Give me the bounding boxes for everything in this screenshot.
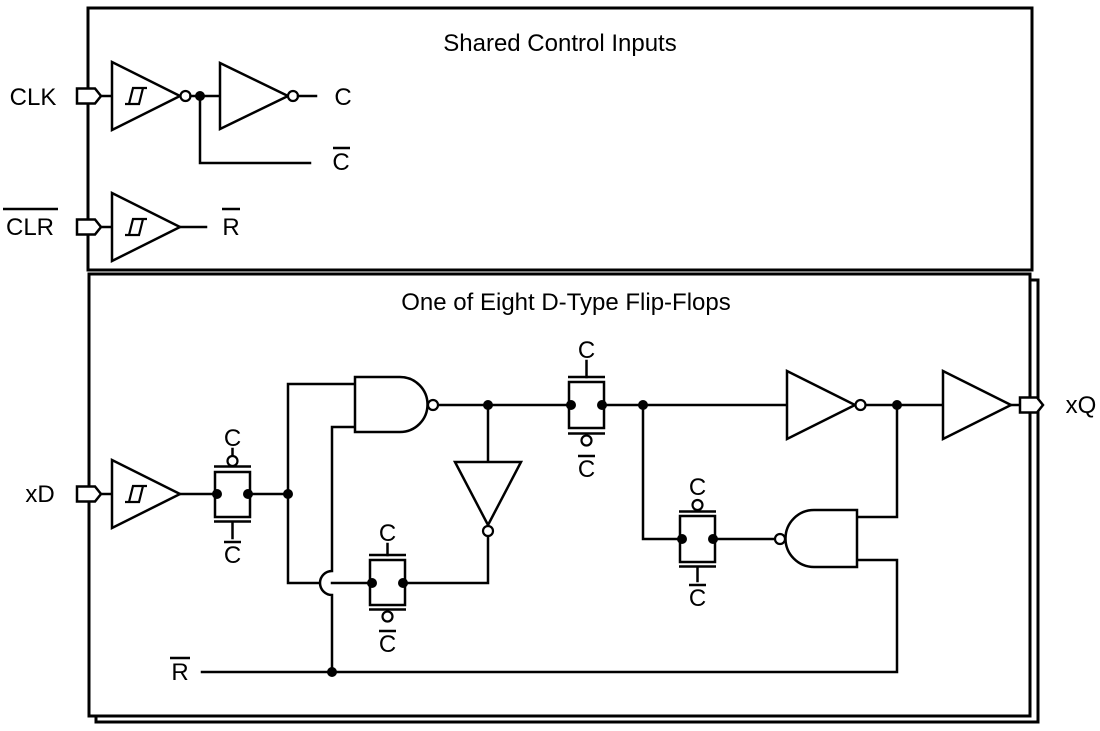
clr-input-label: CLR — [6, 214, 54, 241]
xd-input: xD — [25, 481, 114, 508]
clk-schmitt-triangle — [110, 59, 183, 133]
shared-control-box-title: Shared Control Inputs — [443, 30, 676, 57]
c-bar-output-label: C — [332, 149, 349, 176]
junction-dot — [677, 534, 687, 544]
tg3-bottom-label: C — [578, 456, 595, 483]
master-nand-gate-icon — [353, 375, 440, 434]
gate-bubble-icon — [381, 610, 394, 623]
junction-dot — [638, 400, 648, 410]
tg4-top-label: C — [689, 474, 706, 501]
gate-bubble-icon — [580, 434, 593, 447]
clr-pin-icon — [75, 218, 103, 236]
slave-nand-body — [784, 508, 859, 569]
inverter-bubble-icon — [426, 398, 440, 412]
hysteresis-icon — [125, 86, 147, 106]
tg4-bottom-label: C — [689, 585, 706, 612]
hysteresis-icon — [125, 217, 147, 237]
xq-output-label: xQ — [1066, 392, 1097, 419]
junction-dot — [327, 667, 337, 677]
inverter-bubble-icon — [179, 89, 192, 103]
r-bar-output: R — [222, 207, 240, 241]
c-bar-branch-wire — [198, 94, 312, 165]
slave-branch-wire — [641, 403, 682, 541]
junction-dot — [283, 489, 293, 499]
junction-dot — [243, 489, 253, 499]
r-bar-output-label: R — [222, 214, 239, 241]
gate-bubble-icon — [226, 454, 239, 468]
junction-dot — [566, 400, 576, 410]
junction-dot — [483, 400, 493, 410]
clr-schmitt-buffer-icon — [110, 190, 183, 264]
slave-input-transmission-gate-icon: C C — [566, 337, 607, 483]
xq-pin-icon — [1018, 396, 1045, 414]
reset-rail-wire — [200, 558, 899, 674]
tg2-top-label: C — [379, 520, 396, 547]
master-nand-body — [353, 375, 429, 434]
xd-schmitt-buffer-icon — [110, 457, 183, 531]
slave-nand-gate-icon — [773, 508, 859, 569]
c-inverter-triangle — [218, 61, 291, 131]
hysteresis-icon — [125, 484, 147, 504]
c-bar-output: C — [332, 146, 350, 176]
master-node-wire — [286, 382, 357, 585]
junction-dot — [367, 578, 377, 588]
gate-bubble-icon — [691, 498, 704, 512]
data-input-transmission-gate-icon: C C — [212, 425, 253, 569]
shared-control-box: Shared Control Inputs — [86, 6, 1034, 272]
tg1-top-label: C — [224, 425, 241, 452]
reset-label: R — [171, 659, 188, 686]
tg3-top-label: C — [578, 337, 595, 364]
inverter-bubble-icon — [286, 89, 300, 103]
slave-inverter-icon — [785, 368, 867, 442]
flipflop-box-title: One of Eight D-Type Flip-Flops — [401, 289, 730, 316]
xq-output: xQ — [1018, 392, 1097, 419]
clk-input: CLK — [10, 84, 114, 111]
xd-input-label: xD — [25, 481, 54, 508]
junction-dot — [212, 489, 222, 499]
xd-schmitt-triangle — [110, 457, 183, 531]
slave-inverter-triangle — [785, 368, 858, 442]
junction-dot — [195, 91, 205, 101]
master-inverter-output-wire — [403, 534, 490, 585]
junction-dot — [597, 400, 607, 410]
shared-control-box-border — [86, 6, 1034, 272]
junction-dot — [892, 400, 902, 410]
slave-feedback-wire — [855, 403, 899, 519]
slave-feedback-transmission-gate-icon: C C — [677, 474, 718, 612]
master-feedback-inverter-icon — [452, 460, 524, 538]
clk-schmitt-inverter-icon — [110, 59, 192, 133]
inverter-bubble-icon — [854, 398, 867, 412]
inverter-bubble-icon — [773, 532, 787, 546]
clk-pin-icon — [75, 87, 103, 105]
clr-schmitt-triangle — [110, 190, 183, 264]
output-buffer-icon — [941, 368, 1014, 442]
clr-input: CLR — [3, 207, 114, 241]
tg1-bottom-label: C — [224, 542, 241, 569]
master-feedback-transmission-gate-icon: C C — [367, 520, 408, 658]
c-output-label: C — [334, 84, 351, 111]
tg2-bottom-label: C — [379, 631, 396, 658]
junction-dot — [708, 534, 718, 544]
master-reset-input-wire-with-hop — [318, 425, 357, 674]
flipflop-box: One of Eight D-Type Flip-Flops — [87, 272, 1040, 724]
master-feedback-inverter-triangle — [452, 460, 524, 528]
junction-dot — [398, 578, 408, 588]
reset-label-group: R — [170, 656, 190, 686]
clk-input-label: CLK — [10, 84, 57, 111]
inverter-bubble-icon — [481, 524, 495, 538]
xd-pin-icon — [75, 485, 103, 503]
